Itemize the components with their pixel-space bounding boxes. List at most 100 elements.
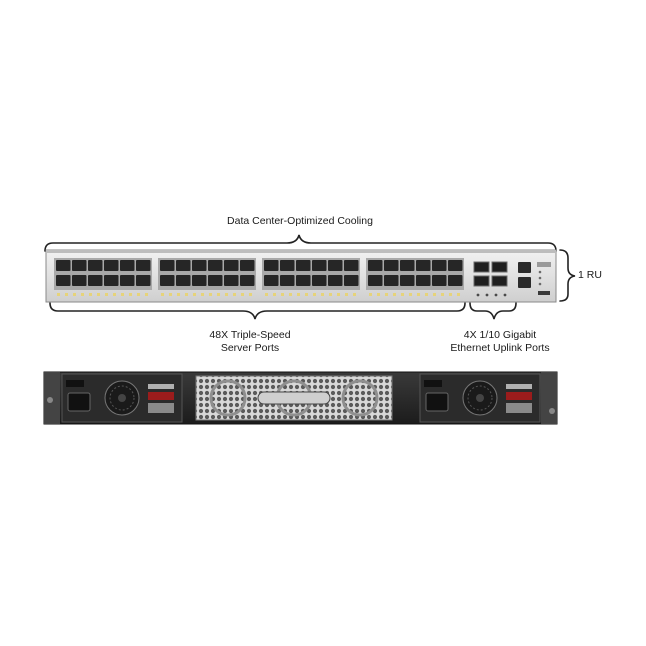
port-led — [385, 293, 388, 296]
power-inlet-icon — [67, 392, 91, 412]
server-port — [104, 275, 119, 286]
switch-front-panel — [45, 249, 557, 303]
power-inlet-icon — [425, 392, 449, 412]
port-led — [121, 293, 124, 296]
switch-rear-panel — [43, 371, 558, 425]
server-port — [136, 260, 151, 271]
server-port — [176, 260, 191, 271]
port-led — [425, 293, 428, 296]
server-port — [312, 275, 327, 286]
port-led — [161, 293, 164, 296]
port-led — [65, 293, 68, 296]
server-port — [160, 260, 175, 271]
cooling-bracket — [44, 234, 557, 252]
uplink-led — [494, 293, 498, 297]
port-led — [409, 293, 412, 296]
port-led — [57, 293, 60, 296]
server-port — [344, 260, 359, 271]
port-led — [313, 293, 316, 296]
port-led — [417, 293, 420, 296]
server-port — [208, 260, 223, 271]
mounting-screw-icon — [47, 397, 53, 403]
cooling-label: Data Center-Optimized Cooling — [227, 215, 373, 227]
rack-unit-bracket — [559, 249, 576, 302]
port-led — [449, 293, 452, 296]
server-port — [432, 275, 447, 286]
port-led — [105, 293, 108, 296]
server-port — [280, 260, 295, 271]
server-port — [264, 260, 279, 271]
port-led — [89, 293, 92, 296]
server-port — [368, 275, 383, 286]
port-led — [97, 293, 100, 296]
port-led — [273, 293, 276, 296]
server-port — [328, 260, 343, 271]
port-led — [329, 293, 332, 296]
server-port — [432, 260, 447, 271]
server-port — [56, 260, 71, 271]
server-port — [384, 275, 399, 286]
power-supply-right — [419, 373, 541, 423]
server-port — [416, 260, 431, 271]
uplink-ports-label: 4X 1/10 Gigabit Ethernet Uplink Ports — [430, 329, 570, 355]
uplink-led — [485, 293, 489, 297]
port-led — [169, 293, 172, 296]
port-led — [233, 293, 236, 296]
port-led — [401, 293, 404, 296]
port-led — [217, 293, 220, 296]
port-led — [457, 293, 460, 296]
server-port — [296, 260, 311, 271]
uplink-port — [491, 275, 508, 287]
port-led — [209, 293, 212, 296]
port-led — [297, 293, 300, 296]
port-led — [337, 293, 340, 296]
server-port — [72, 275, 87, 286]
port-led — [353, 293, 356, 296]
port-led — [193, 293, 196, 296]
port-led — [305, 293, 308, 296]
uplink-port-grid — [473, 261, 508, 297]
server-port — [136, 275, 151, 286]
server-port — [88, 260, 103, 271]
server-port — [176, 275, 191, 286]
server-port — [224, 260, 239, 271]
port-led — [441, 293, 444, 296]
fan-tray-handle — [257, 391, 331, 405]
server-port — [400, 275, 415, 286]
port-led — [201, 293, 204, 296]
uplink-port — [473, 261, 490, 273]
server-port — [208, 275, 223, 286]
uplink-led — [503, 293, 507, 297]
port-led — [369, 293, 372, 296]
port-led — [321, 293, 324, 296]
server-port — [88, 275, 103, 286]
rack-unit-label: 1 RU — [578, 269, 602, 281]
server-ports-label-line2: Server Ports — [220, 342, 280, 354]
server-ports-bracket — [49, 302, 466, 320]
server-port — [56, 275, 71, 286]
port-led — [113, 293, 116, 296]
port-led — [281, 293, 284, 296]
server-port — [312, 260, 327, 271]
mounting-screw-icon — [549, 408, 555, 414]
port-led — [145, 293, 148, 296]
uplink-ports-label-line1: 4X 1/10 Gigabit — [463, 329, 537, 341]
server-port — [328, 275, 343, 286]
server-port — [416, 275, 431, 286]
port-led — [137, 293, 140, 296]
port-led — [177, 293, 180, 296]
server-port — [160, 275, 175, 286]
server-port — [192, 275, 207, 286]
server-port — [192, 260, 207, 271]
server-ports-label-line1: 48X Triple-Speed — [209, 329, 291, 341]
management-ports — [518, 262, 531, 288]
port-led — [81, 293, 84, 296]
port-led — [289, 293, 292, 296]
port-led — [249, 293, 252, 296]
server-ports-label: 48X Triple-Speed Server Ports — [180, 329, 320, 355]
port-led — [345, 293, 348, 296]
uplink-port — [491, 261, 508, 273]
server-port — [448, 275, 463, 286]
server-port — [120, 260, 135, 271]
management-port — [518, 262, 531, 273]
